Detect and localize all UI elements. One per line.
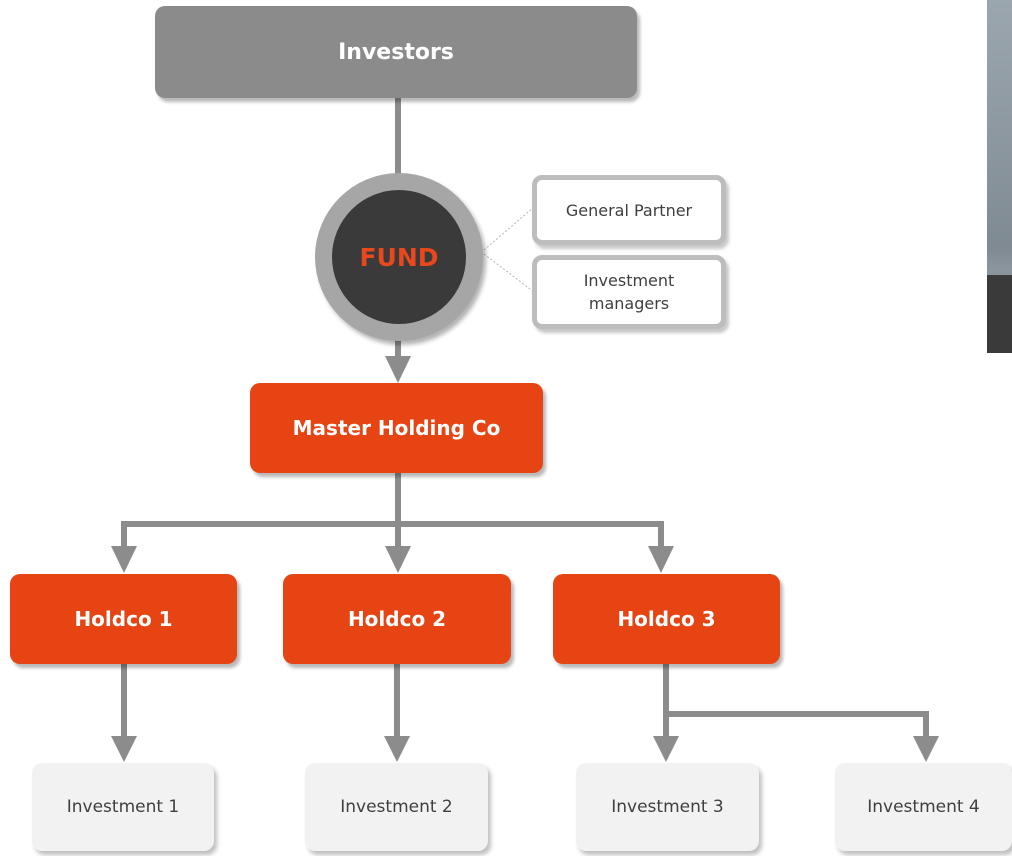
general-partner-box: General Partner	[532, 175, 726, 245]
arrow-investment1	[111, 736, 137, 762]
holdco-2-label: Holdco 2	[347, 607, 447, 631]
investment-managers-box: Investment managers	[532, 255, 726, 329]
investment-4-label: Investment 4	[867, 797, 980, 817]
investment-1-box: Investment 1	[32, 763, 214, 851]
investment-2-box: Investment 2	[305, 763, 488, 851]
connector-branch-horizontal	[121, 521, 664, 548]
holdco-3-label: Holdco 3	[617, 607, 716, 631]
arrow-fund-master	[385, 356, 411, 383]
arrow-investment3	[653, 736, 679, 762]
arrow-investment2	[384, 736, 410, 762]
fund-inner-circle: FUND	[332, 190, 466, 324]
investment-3-label: Investment 3	[611, 797, 724, 817]
fund-circle: FUND	[315, 173, 483, 341]
investment-managers-label-line1: Investment	[583, 271, 675, 290]
investment-managers-label-line2: managers	[588, 294, 670, 313]
arrow-investment4	[913, 736, 939, 762]
holdco-1-label: Holdco 1	[74, 607, 173, 631]
investors-label: Investors	[338, 39, 454, 65]
investment-1-label: Investment 1	[66, 797, 180, 817]
connector-fund-gp	[483, 206, 535, 251]
investors-box: Investors	[155, 6, 637, 98]
general-partner-label: General Partner	[565, 200, 693, 220]
holdco-2-box: Holdco 2	[283, 574, 511, 664]
investment-2-label: Investment 2	[340, 797, 453, 817]
fund-label: FUND	[359, 242, 439, 272]
investment-3-box: Investment 3	[576, 763, 759, 851]
connector-holdco3-investment4	[666, 711, 929, 738]
arrow-holdco1	[111, 546, 137, 573]
master-holding-box: Master Holding Co	[250, 383, 543, 473]
master-holding-label: Master Holding Co	[292, 416, 501, 440]
photo-dark-bar	[987, 275, 1012, 353]
investment-4-box: Investment 4	[835, 763, 1012, 851]
arrow-holdco2	[385, 546, 411, 573]
holdco-3-box: Holdco 3	[553, 574, 780, 664]
arrow-holdco3	[648, 546, 674, 573]
background-photo-strip	[987, 0, 1012, 353]
holdco-1-box: Holdco 1	[10, 574, 237, 664]
connector-fund-im	[483, 253, 535, 293]
